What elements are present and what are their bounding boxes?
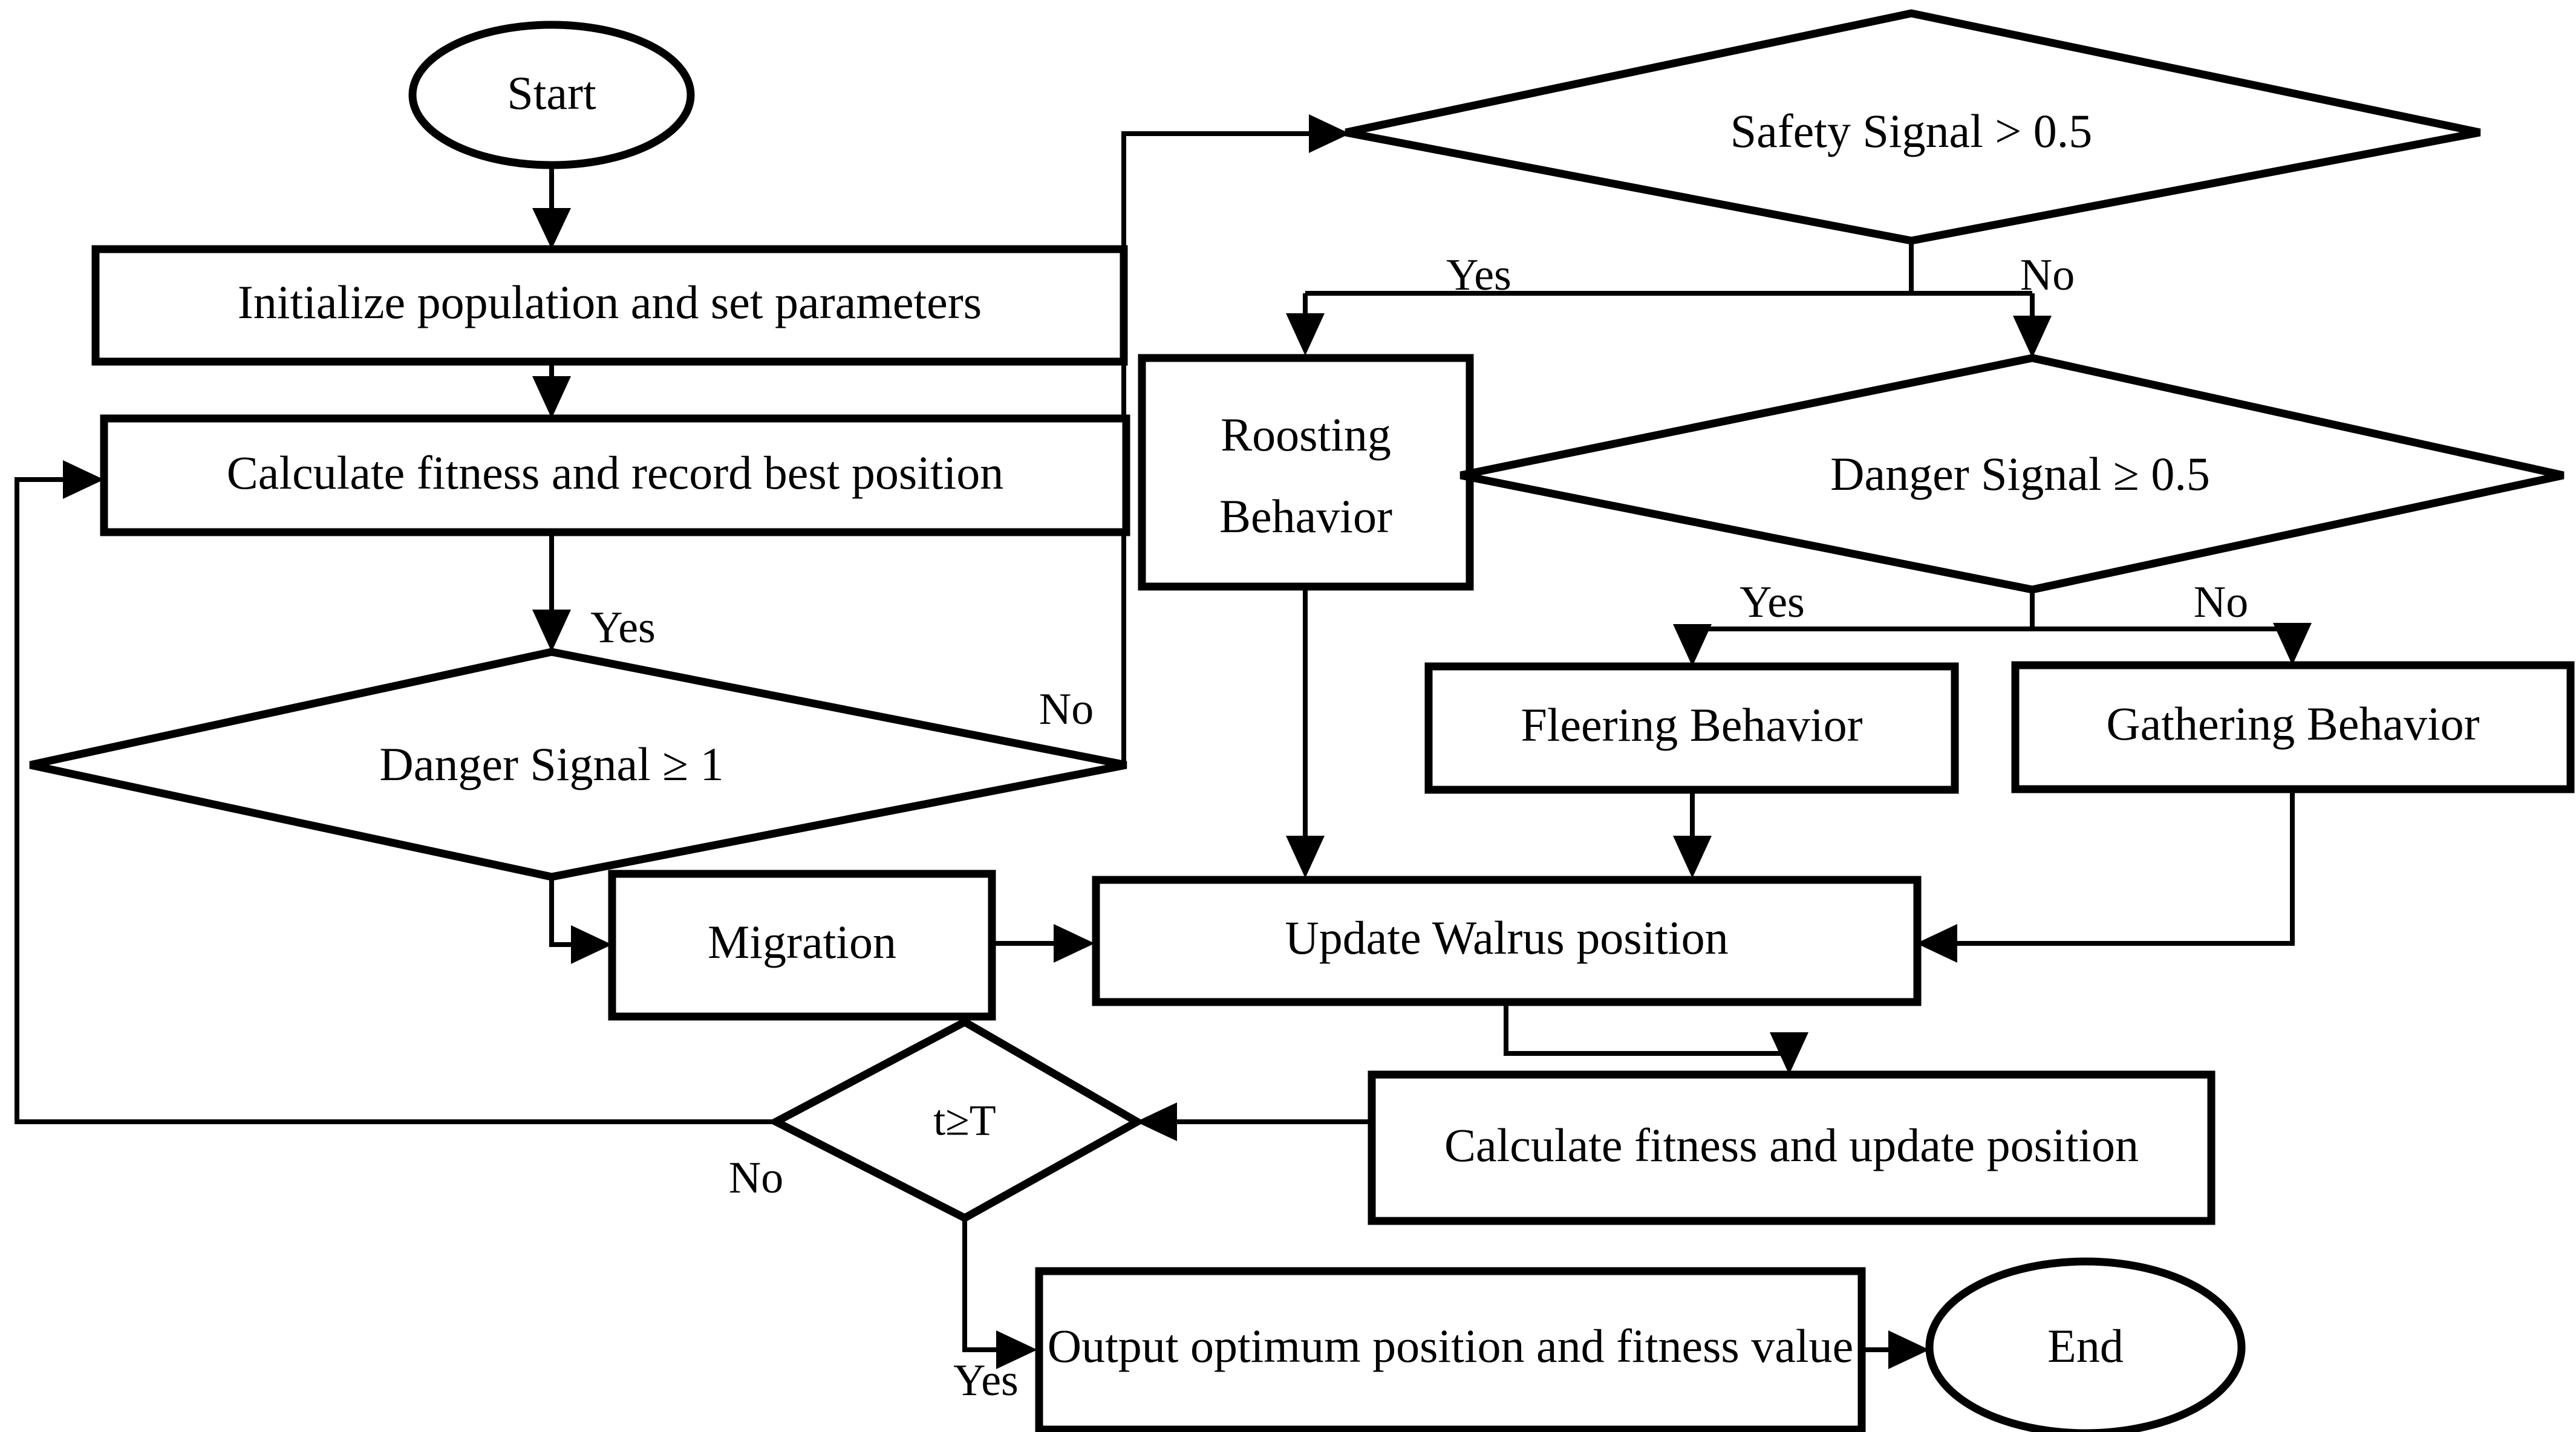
node-initialize-label: Initialize population and set parameters	[238, 276, 982, 328]
node-roosting-label-line2: Behavior	[1219, 490, 1392, 542]
edge-label-danger1-no: No	[1039, 685, 1094, 734]
node-fleering-behavior[interactable]: Fleering Behavior	[1424, 662, 1959, 794]
edge-label-t-yes: Yes	[953, 1356, 1019, 1405]
node-fleering-label: Fleering Behavior	[1521, 698, 1862, 751]
edge-gathering-to-update	[1916, 789, 2295, 963]
edge-label-danger05-yes: Yes	[1740, 578, 1805, 627]
edge-start-to-init	[532, 164, 571, 249]
node-update-walrus-label: Update Walrus position	[1285, 911, 1728, 964]
edge-output-to-end	[1862, 1330, 1929, 1369]
edge-calc-fitness-to-danger1	[532, 532, 571, 652]
edge-t-yes-to-output	[962, 1217, 1037, 1369]
node-calculate-fitness-record[interactable]: Calculate fitness and record best positi…	[100, 414, 1130, 536]
node-output-label: Output optimum position and fitness valu…	[1048, 1320, 1853, 1372]
edge-label-safety-no: No	[2020, 250, 2075, 300]
node-calculate-fitness-update[interactable]: Calculate fitness and update position	[1368, 1070, 2216, 1225]
node-gathering-label: Gathering Behavior	[2106, 697, 2479, 750]
edge-fleering-to-update	[1673, 789, 1712, 878]
node-end[interactable]: End	[1925, 1257, 2246, 1432]
node-danger-signal-ge-1[interactable]: Danger Signal ≥ 1	[29, 648, 1127, 881]
edge-roosting-to-update	[1286, 585, 1325, 878]
node-t-ge-T[interactable]: t≥T	[767, 1017, 1146, 1223]
node-roosting-behavior[interactable]: Roosting Behavior	[1138, 354, 1474, 591]
node-calc-update-label: Calculate fitness and update position	[1444, 1119, 2139, 1171]
edge-label-t-no: No	[729, 1153, 783, 1203]
edge-danger1-no-to-safety	[1121, 114, 1350, 763]
edge-update-to-calc-update	[1504, 1003, 1808, 1075]
node-update-walrus-position[interactable]: Update Walrus position	[1092, 876, 1922, 1006]
node-roosting-label-line1: Roosting	[1221, 408, 1391, 461]
node-gathering-behavior[interactable]: Gathering Behavior	[2011, 661, 2575, 793]
edge-safety-split	[1286, 239, 2052, 358]
edge-t-no-to-calc-fitness	[15, 460, 779, 1124]
edge-migration-to-update	[992, 924, 1095, 963]
node-safety-label: Safety Signal > 0.5	[1730, 105, 2093, 157]
node-start-label: Start	[507, 67, 596, 119]
edge-danger1-to-migration	[549, 876, 612, 964]
node-t-label: t≥T	[933, 1096, 996, 1145]
edge-label-danger1-yes: Yes	[590, 603, 656, 653]
node-danger-signal-ge-05[interactable]: Danger Signal ≥ 0.5	[1459, 354, 2565, 594]
node-migration[interactable]: Migration	[608, 870, 996, 1021]
edge-label-safety-yes: Yes	[1446, 250, 1511, 300]
node-end-label: End	[2047, 1320, 2124, 1372]
node-output-optimum[interactable]: Output optimum position and fitness valu…	[1035, 1267, 1866, 1432]
edge-danger05-split	[1673, 588, 2312, 666]
edge-label-danger05-no: No	[2194, 578, 2248, 627]
node-start[interactable]: Start	[408, 21, 695, 169]
node-danger05-label: Danger Signal ≥ 0.5	[1830, 448, 2210, 500]
edge-calc-update-to-t	[1136, 1102, 1370, 1141]
edge-init-to-calc-fitness	[532, 362, 571, 418]
node-calc-fitness-label: Calculate fitness and record best positi…	[227, 446, 1004, 499]
node-danger1-label: Danger Signal ≥ 1	[379, 738, 723, 790]
node-migration-label: Migration	[708, 916, 896, 968]
node-safety-signal[interactable]: Safety Signal > 0.5	[1345, 9, 2481, 245]
node-initialize-population[interactable]: Initialize population and set parameters	[91, 245, 1128, 366]
